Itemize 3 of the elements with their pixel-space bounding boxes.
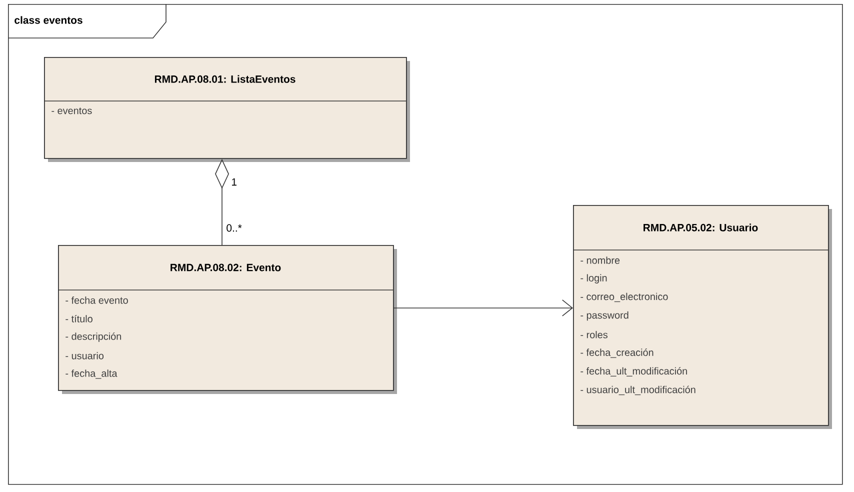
association-arrow (394, 300, 573, 316)
multiplicity-label: 1 (232, 178, 236, 186)
multiplicity-label: 0..* (226, 224, 242, 232)
